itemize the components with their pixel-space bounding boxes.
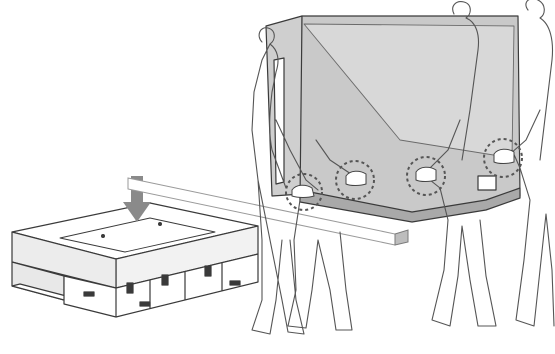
projection-tv	[265, 15, 521, 223]
person-right	[511, 0, 555, 327]
person-center-left	[287, 199, 353, 331]
lift-point-circle-icon	[483, 138, 523, 178]
hand-icon	[345, 170, 367, 186]
people	[251, 0, 555, 335]
hand-icon	[493, 148, 515, 164]
tv-stand	[11, 202, 259, 318]
stand-foot	[83, 291, 95, 297]
stand-foot	[229, 280, 241, 286]
tv-base	[299, 187, 521, 223]
stand-bracket	[126, 282, 134, 294]
placement-guide-end	[394, 229, 409, 246]
stand-mount-hole	[158, 222, 162, 226]
lift-points	[285, 138, 523, 211]
stand-mount-hole	[101, 234, 105, 238]
person-center-right	[419, 1, 497, 327]
stand-bracket	[161, 274, 169, 286]
lift-point-circle-icon	[285, 173, 323, 211]
hand-icon	[291, 184, 315, 198]
hand-icon	[415, 166, 437, 182]
stand-foot	[139, 301, 151, 307]
lift-point-circle-icon	[335, 160, 375, 200]
stand-bracket	[204, 265, 212, 277]
hands	[291, 148, 515, 198]
person-left	[251, 27, 305, 335]
stand-top-groove	[59, 217, 216, 253]
lift-point-circle-icon	[406, 156, 446, 196]
tv-rear-label	[477, 175, 497, 191]
arm-left	[275, 119, 319, 191]
